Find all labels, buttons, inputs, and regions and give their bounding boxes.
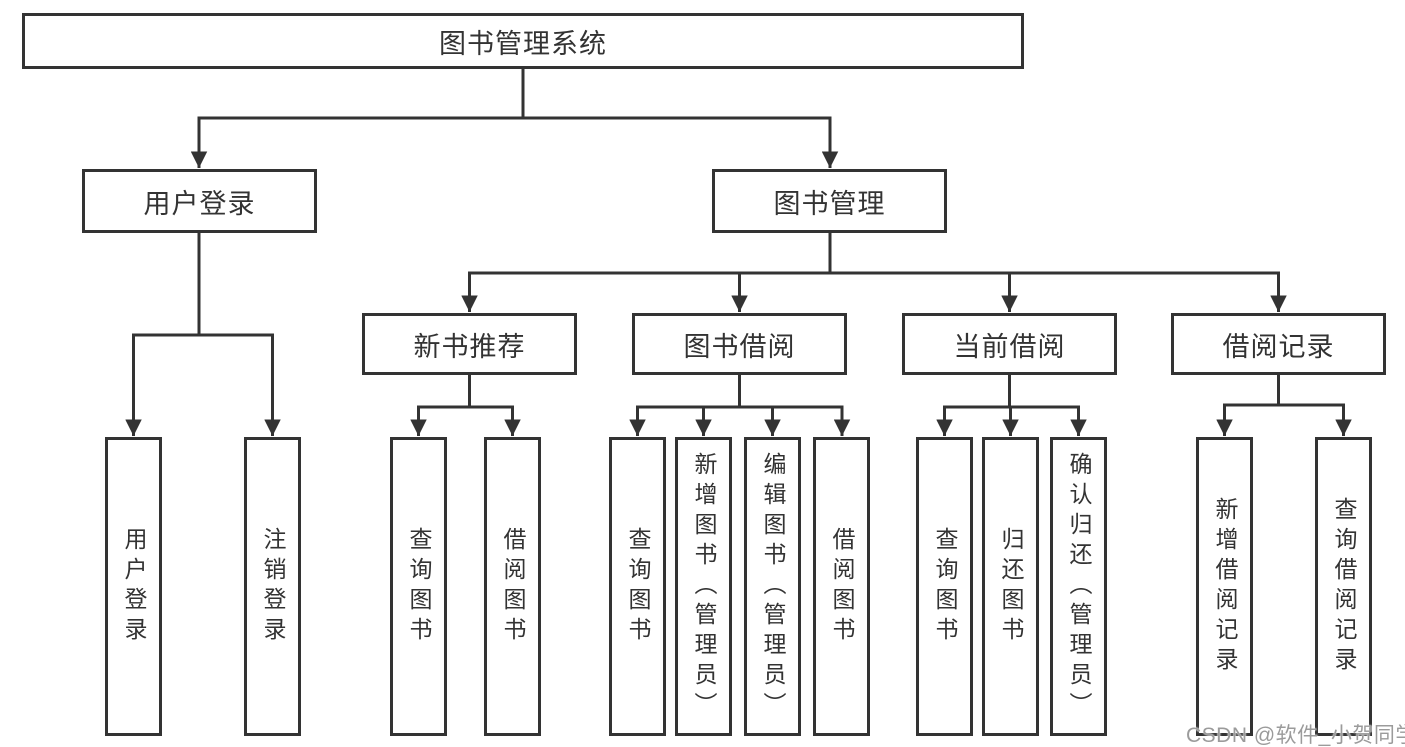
leaf-user-login: 用户登录 — [105, 437, 162, 736]
leaf-return-books: 归还图书 — [982, 437, 1039, 736]
leaf-query-books-borrow: 查询图书 — [609, 437, 666, 736]
leaf-query-books-current: 查询图书 — [916, 437, 973, 736]
node-book-borrowing: 图书借阅 — [632, 313, 847, 375]
leaf-add-books-admin: 新增图书（管理员） — [675, 437, 732, 736]
leaf-borrow-books-recommend: 借阅图书 — [484, 437, 541, 736]
leaf-add-borrow-record: 新增借阅记录 — [1196, 437, 1253, 736]
node-borrowing-records: 借阅记录 — [1171, 313, 1386, 375]
leaf-query-books-recommend: 查询图书 — [390, 437, 447, 736]
leaf-logout: 注销登录 — [244, 437, 301, 736]
leaf-borrow-books-borrow: 借阅图书 — [813, 437, 870, 736]
node-new-book-recommendation: 新书推荐 — [362, 313, 577, 375]
leaf-query-borrow-record: 查询借阅记录 — [1315, 437, 1372, 736]
csdn-watermark: CSDN @软件_小贺同学 — [1186, 724, 1405, 747]
leaf-confirm-return-admin: 确认归还（管理员） — [1050, 437, 1107, 736]
node-book-management: 图书管理 — [712, 169, 947, 233]
node-current-borrowing: 当前借阅 — [902, 313, 1117, 375]
node-user-login: 用户登录 — [82, 169, 317, 233]
leaf-edit-books-admin: 编辑图书（管理员） — [744, 437, 801, 736]
node-library-management-system: 图书管理系统 — [22, 13, 1024, 69]
